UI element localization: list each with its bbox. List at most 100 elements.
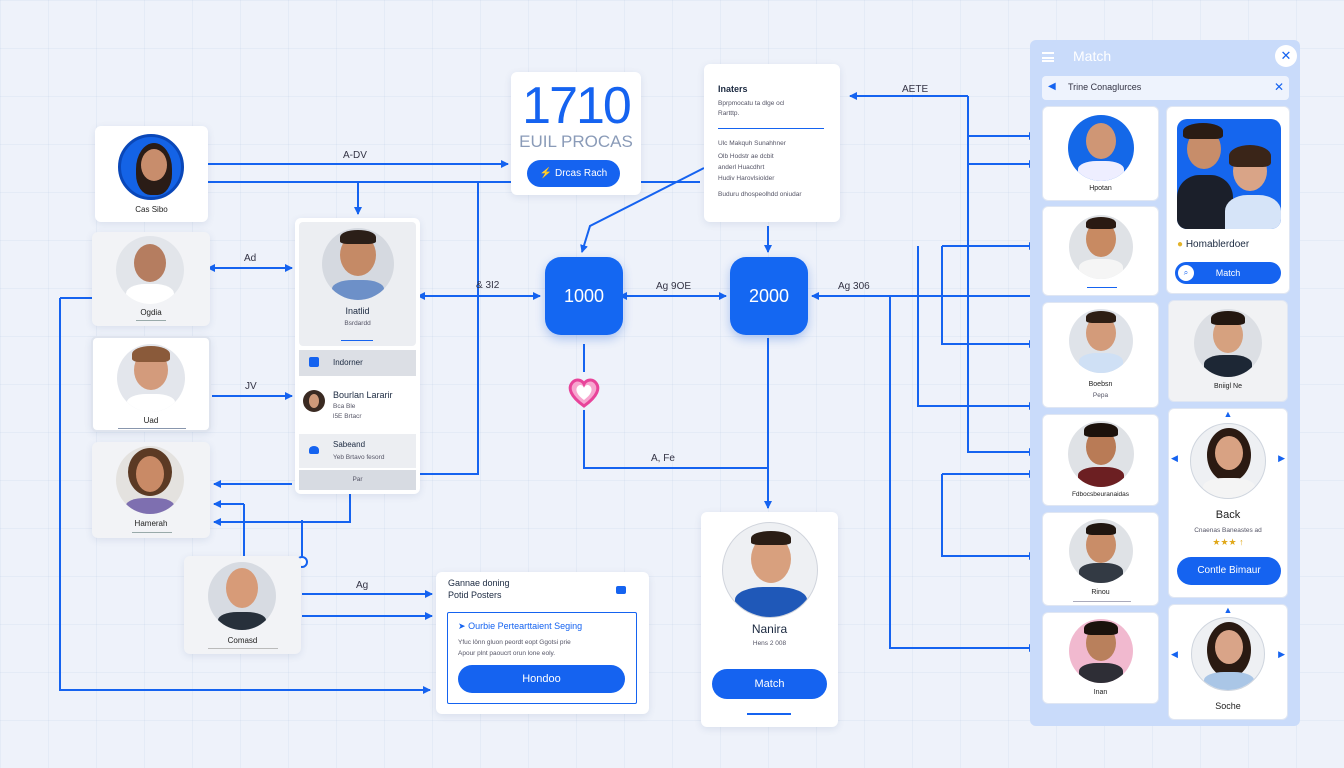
chevron-right-icon[interactable]: ▶ [1278,453,1285,463]
profile-card[interactable]: Uad [91,336,211,432]
notes-line: Ulc Makquh Sunahhner [718,140,786,147]
edge-label: A, Fe [651,453,675,464]
featured-match-button[interactable]: ⌕ Match [1175,262,1281,284]
edge-label: Ag 306 [838,281,870,292]
edge-label: Ag [356,580,369,591]
rating-stars: ★★★ ↑ [1212,537,1244,547]
avatar [1068,215,1133,279]
notes-line: Buduru dhospeolhdd oniudar [718,191,802,198]
footer-label: Par [352,476,363,483]
profile-name: Hamerah [134,519,168,528]
panel-title: Match [1073,48,1112,64]
profile-card[interactable]: Comasd [184,556,301,654]
node-2000[interactable]: 2000 [730,257,808,335]
edge-label: Ad [244,253,257,264]
dialog-inner: ➤ Ourbie Pertearttaient Seging Yfuc lönn… [447,612,637,704]
stats-button[interactable]: ⚡ Drcas Rach [527,160,620,187]
avatar [1191,617,1265,691]
card-footer: Par [299,470,416,490]
list-item[interactable]: Indorner [299,350,416,376]
chat-icon[interactable] [616,586,626,594]
panel-profile-tile[interactable] [1042,206,1159,296]
edge-label: Ag 9OE [656,281,692,292]
edge-label: & 3I2 [476,280,500,291]
edge-label: AETE [902,84,929,95]
panel-profile-tile[interactable]: Fdbocsbeuranaidas [1042,414,1159,506]
featured-match-tile[interactable]: ● Homablerdoer ⌕ Match [1166,106,1290,294]
close-icon[interactable]: ✕ [1275,45,1297,67]
profile-name: Uad [143,416,159,425]
tile-name: Back [1215,509,1241,521]
avatar [1190,423,1266,499]
avatar [117,344,185,412]
panel-profile-tile[interactable]: Inan [1042,612,1159,704]
user-icon [309,357,319,367]
panel-profile-tile[interactable]: Bniigl Ne [1168,300,1288,402]
profile-carousel-tile[interactable]: ▲ ◀ ▶ Back Cnaenas Baneastes ad ★★★ ↑ Co… [1168,408,1288,598]
profile-card[interactable]: Ogdia [92,232,210,326]
list-item[interactable]: Bourlan Lararir Bca Ble l5E Brtacr [299,382,416,428]
list-item-label: Indorner [333,358,363,367]
chevron-up-icon[interactable]: ▲ [1223,605,1233,615]
tile-name: Boebsn [1088,381,1113,388]
list-item[interactable]: Sabeand Yeb Brtavo fesord [299,434,416,468]
dialog-button[interactable]: Hondoo [458,665,625,693]
avatar [322,228,394,300]
tile-sub: Cnaenas Baneastes ad [1194,527,1262,534]
notes-line: Bprpmocatu ta dlge ocl [718,100,785,107]
match-sub: Hens 2 008 [752,640,787,647]
node-label: 2000 [748,285,790,306]
chevron-right-icon[interactable]: ▶ [1278,649,1285,659]
notes-line: Hudiv Harovlsiolder [718,175,775,182]
tile-name: Inan [1093,689,1108,696]
avatar [116,236,184,304]
contact-button[interactable]: Contle Bimaur [1177,557,1281,585]
search-text: Trine Conaglurces [1068,82,1142,92]
chevron-left-icon[interactable]: ◀ [1171,649,1178,659]
stats-card: 1710 EUIL PROCAS ⚡ Drcas Rach [511,72,641,195]
avatar [303,390,325,412]
search-input[interactable]: ◀ Trine Conaglurces ✕ [1042,76,1289,100]
profile-sub: Bsrdardd [344,320,371,327]
node-label: 1000 [563,285,605,306]
profile-name: Ogdia [140,308,162,317]
couple-photo [1177,119,1281,229]
panel-profile-tile[interactable]: Hpotan [1042,106,1159,201]
stats-number: 1710 [522,77,632,135]
profile-detail-card[interactable]: Inatlid Bsrdardd Indorner Bourlan Larari… [295,218,420,494]
featured-label: ● Homablerdoer [1177,239,1250,250]
dialog-text: Apour plnt paoucrt orun lone eoly. [458,650,556,657]
pin-icon: ➤ [458,621,466,631]
dialog-text: Yfuc lönn gluon peordt eopt Ggotsi prie [458,639,571,646]
edge-label: JV [245,381,257,392]
panel-profile-tile[interactable]: Boebsn Pepa [1042,302,1159,408]
profile-name: Comasd [227,636,258,645]
match-panel: Match ✕ ◀ Trine Conaglurces ✕ Hpotan Boe… [1030,40,1300,726]
chevron-left-icon[interactable]: ◀ [1171,453,1178,463]
notes-card: Inaters Bprpmocatu ta dlge ocl Rartttp. … [704,64,840,222]
list-item-label: Bourlan Lararir [333,390,393,400]
bolt-icon: ⚡ [539,168,553,179]
chevron-up-icon[interactable]: ▲ [1223,409,1233,419]
stats-button-label: Drcas Rach [554,168,608,179]
clear-icon[interactable]: ✕ [1274,80,1285,94]
node-1000[interactable]: 1000 [545,257,623,335]
panel-profile-tile[interactable]: Rinou [1042,512,1159,606]
menu-icon[interactable] [1042,52,1054,62]
search-icon: ⌕ [1178,265,1194,281]
tile-sub: Pepa [1092,392,1109,399]
avatar [1068,619,1133,683]
profile-card[interactable]: Hamerah [92,442,210,538]
profile-card[interactable]: Cas Sibo [95,126,208,222]
notes-title: Inaters [718,84,748,94]
dialog-card: Gannae doning Potid Posters ➤ Ourbie Per… [436,572,649,714]
match-card[interactable]: Nanira Hens 2 008 Match [701,512,838,727]
list-item-sub: Bca Ble [333,403,356,410]
notes-line: Rartttp. [718,110,740,117]
match-button[interactable]: Match [712,669,827,699]
list-item-sub: l5E Brtacr [333,413,362,420]
profile-name: Inatlid [345,306,370,316]
notes-line: anderl Huacdhrt [718,164,765,171]
profile-carousel-tile[interactable]: ▲ ◀ ▶ Soche [1168,604,1288,720]
tile-name: Soche [1215,701,1241,711]
